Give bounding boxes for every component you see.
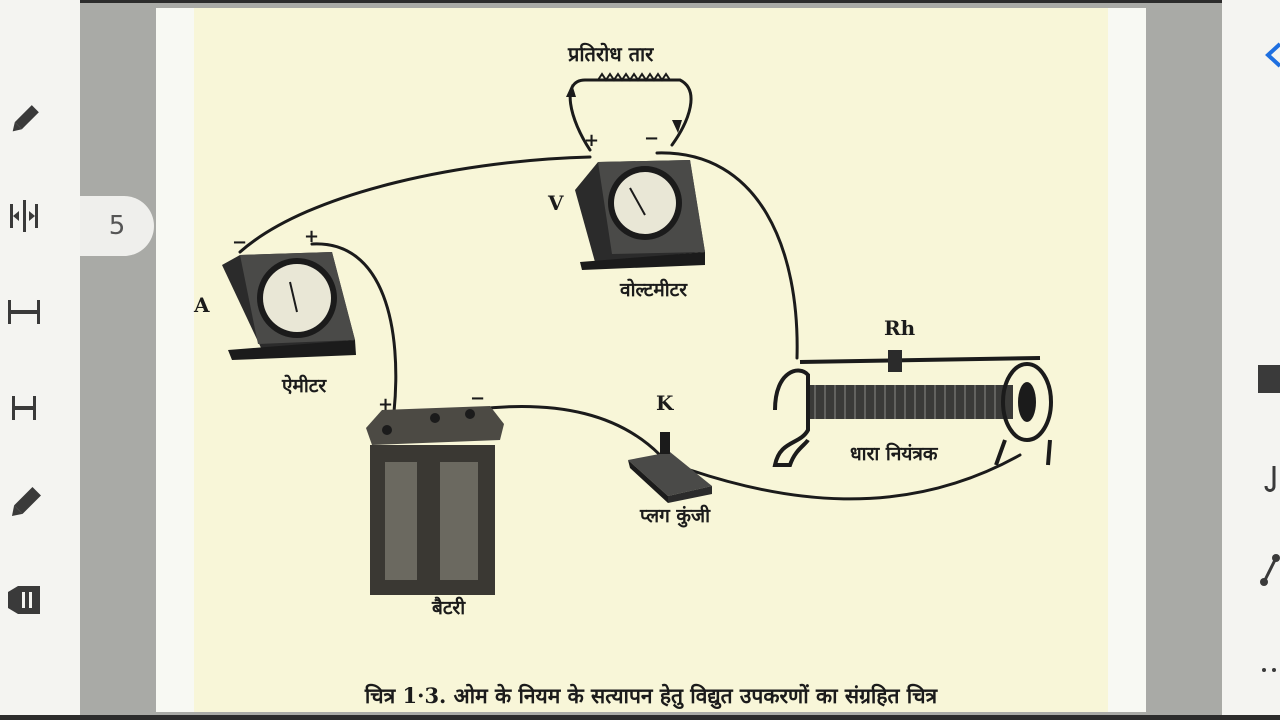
square-tool-icon[interactable] — [1258, 365, 1280, 393]
key-symbol: K — [656, 391, 674, 415]
top-edge — [0, 0, 1280, 3]
ammeter-plus-sign: + — [304, 226, 319, 247]
rheostat-symbol: Rh — [884, 316, 916, 340]
split-view-icon[interactable] — [4, 196, 44, 236]
right-toolbar — [1222, 0, 1280, 720]
fit-page-icon[interactable] — [4, 388, 44, 428]
wire-resistance-loop — [568, 78, 693, 152]
wire-voltmeter-rheostat — [655, 151, 799, 360]
voltmeter-plus-sign: + — [584, 130, 599, 151]
battery-device — [366, 406, 504, 595]
page-number-indicator[interactable]: 5 — [80, 196, 154, 256]
voltmeter-label: वोल्टमीटर — [619, 278, 688, 301]
battery-plus-sign: + — [378, 394, 393, 415]
voltmeter-symbol: V — [547, 191, 564, 215]
resistance-wire-label: प्रतिरोध तार — [567, 42, 654, 66]
resistance-coil — [597, 72, 671, 82]
pen-icon[interactable] — [4, 100, 44, 140]
ammeter-device — [222, 252, 356, 360]
highlighter-icon[interactable] — [4, 484, 44, 524]
voltmeter-device — [575, 160, 705, 270]
plug-key-device — [628, 432, 712, 503]
rheostat-device — [772, 350, 1053, 467]
figure-caption: चित्र 1·3. ओम के नियम के सत्यापन हेतु वि… — [364, 683, 938, 708]
share-icon[interactable] — [1258, 550, 1280, 590]
eraser-icon[interactable] — [4, 580, 44, 620]
wire-ammeter-battery — [310, 242, 398, 414]
battery-label: बैटरी — [431, 596, 466, 619]
undo-icon[interactable] — [1260, 460, 1280, 500]
battery-minus-sign: − — [470, 388, 485, 409]
chevron-left-icon[interactable] — [1260, 40, 1280, 70]
wire-battery-key — [476, 404, 662, 457]
wire-ammeter-voltmeter — [238, 155, 592, 254]
rheostat-label: धारा नियंत्रक — [850, 442, 939, 465]
more-options-icon[interactable] — [1260, 660, 1280, 680]
fit-width-icon[interactable] — [4, 292, 44, 332]
voltmeter-minus-sign: − — [644, 128, 659, 149]
ammeter-label: ऐमीटर — [281, 374, 327, 397]
wire-key-rheostat — [688, 453, 1022, 501]
bottom-edge — [0, 715, 1280, 720]
plug-key-label: प्लग कुंजी — [639, 504, 711, 528]
left-toolbar — [0, 0, 80, 720]
ammeter-symbol: A — [193, 293, 210, 317]
ammeter-minus-sign: − — [232, 232, 247, 253]
